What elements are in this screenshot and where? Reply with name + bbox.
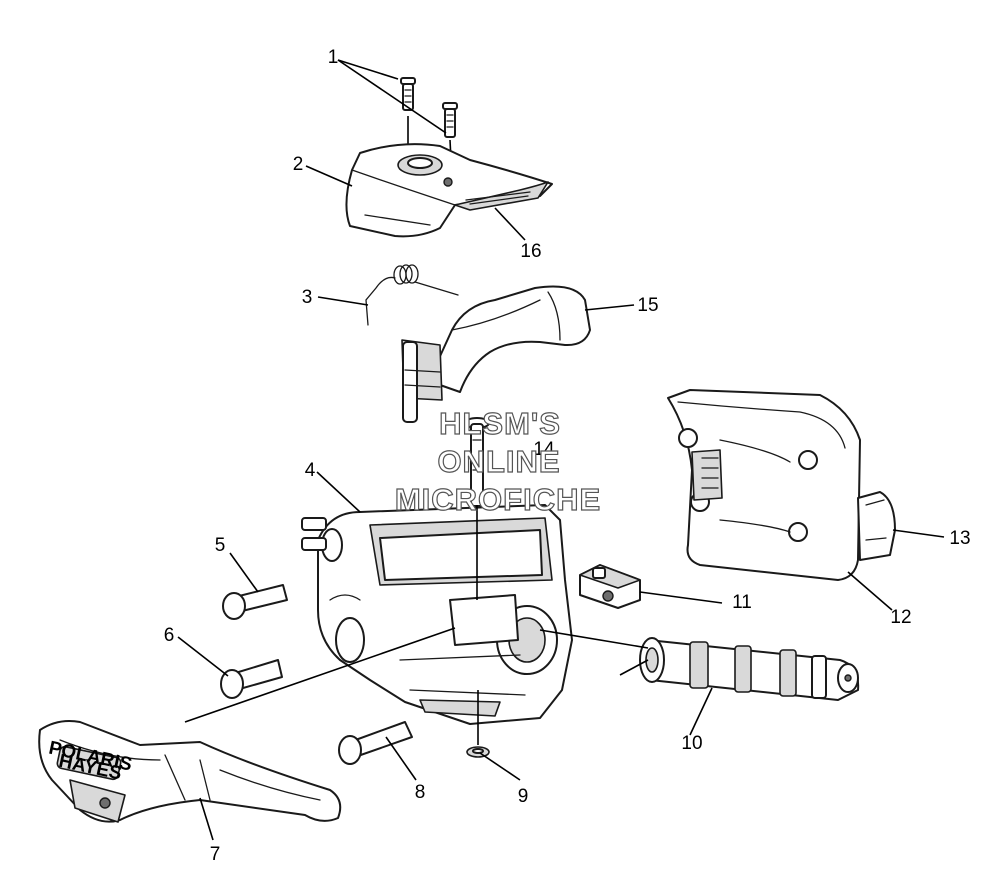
leader-lines [177,59,945,841]
callout-12: 12 [890,607,911,628]
callout-4: 4 [305,460,316,481]
throttle-lever-15 [401,285,591,423]
callout-8: 8 [415,782,426,803]
assembly-line [539,629,649,649]
assembly-line [184,627,456,723]
callout-9: 9 [518,786,529,807]
callout-6: 6 [164,625,175,646]
callout-16: 16 [520,241,541,262]
housing-4 [301,504,573,725]
cover-2 [345,143,553,238]
tab-13 [857,491,896,561]
callout-14: 14 [533,439,555,460]
switch-11 [579,564,641,609]
callout-11: 11 [732,592,752,613]
watermark-line1: HLSM'S [439,406,561,441]
shaft-10 [639,637,860,701]
cover-clip-16 [454,181,549,211]
pin-5 [222,584,288,620]
screw-1a [400,77,416,111]
clip-9 [466,746,490,758]
callout-5: 5 [215,535,226,556]
pin-8 [338,721,413,765]
brake-lever-7 [38,720,342,823]
callout-7: 7 [210,844,221,865]
callout-1: 1 [328,47,339,68]
watermark-line2: ONLINE [437,444,560,479]
callout-2: 2 [293,154,304,175]
watermark-line3: MICROFICHE [395,482,601,517]
back-cover-12 [667,389,861,581]
callout-13: 13 [949,528,970,549]
callout-3: 3 [302,287,313,308]
spring-3 [365,264,459,326]
callout-15: 15 [637,295,658,316]
callout-10: 10 [681,733,702,754]
pin-6 [220,659,283,699]
assembly-line [619,659,649,676]
screw-1b [442,102,458,138]
